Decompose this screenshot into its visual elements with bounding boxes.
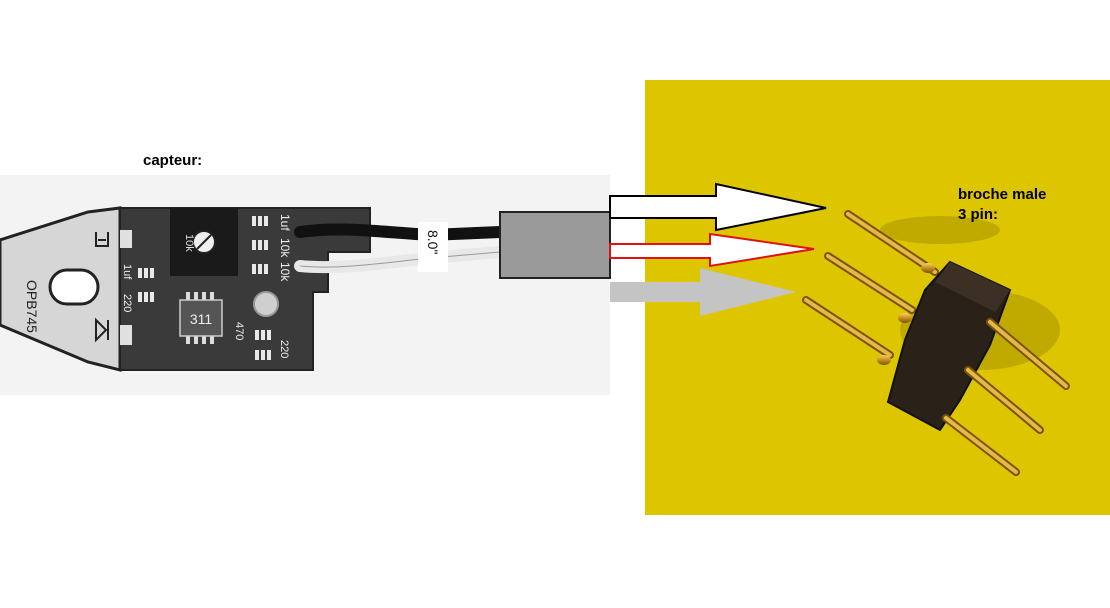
male-pin-header — [802, 210, 1070, 476]
cable-length-tag — [418, 222, 448, 272]
r1-label: 10k — [278, 238, 292, 258]
part-number-label: OPB745 — [24, 280, 40, 333]
connector-title: broche male 3 pin: — [958, 186, 1047, 223]
ic-label: 311 — [190, 311, 213, 327]
sensor-pcb: 10k 1uf 10k 10k 1uf 220 311 470 220 — [119, 207, 371, 371]
cable-connector-housing — [499, 211, 611, 279]
sensor-title: capteur: — [143, 152, 203, 169]
led — [253, 291, 279, 317]
sensor-probe-head: OPB745 — [0, 206, 122, 372]
r5-label: 220 — [278, 340, 290, 358]
ic-chip: 311 — [179, 292, 223, 344]
black-wire-arrow — [609, 182, 827, 232]
r4-label: 470 — [233, 322, 245, 340]
c1-label: 1uf — [278, 214, 292, 231]
c2-label: 1uf — [121, 264, 133, 280]
trimmer-value-label: 10k — [183, 234, 195, 252]
sensor-cable: 8.0" — [294, 211, 611, 279]
red-wire-arrow — [609, 232, 815, 268]
mounting-slot — [48, 268, 100, 306]
r3-label: 220 — [121, 294, 133, 312]
gray-wire-arrow — [610, 268, 796, 316]
cable-length-label: 8.0" — [425, 230, 441, 254]
r2-label: 10k — [278, 262, 292, 282]
